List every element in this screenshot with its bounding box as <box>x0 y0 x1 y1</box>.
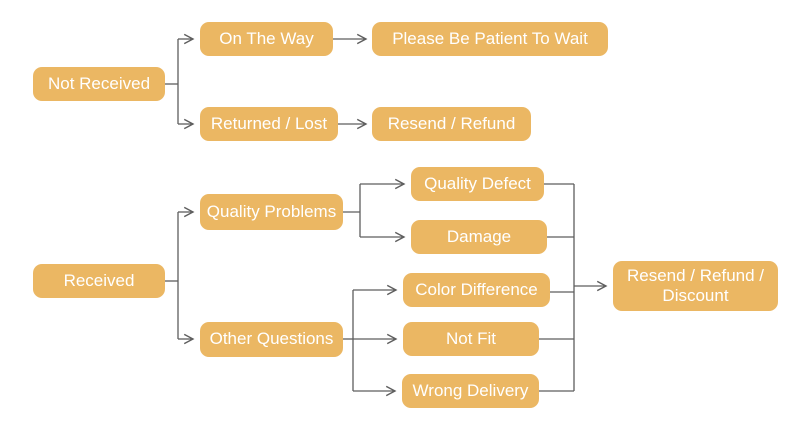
node-resend-refund: Resend / Refund <box>372 107 531 141</box>
node-not-received: Not Received <box>33 67 165 101</box>
node-received: Received <box>33 264 165 298</box>
node-returned-lost: Returned / Lost <box>200 107 338 141</box>
node-damage: Damage <box>411 220 547 254</box>
node-wrong-delivery: Wrong Delivery <box>402 374 539 408</box>
node-on-the-way: On The Way <box>200 22 333 56</box>
node-quality-defect: Quality Defect <box>411 167 544 201</box>
node-other-questions: Other Questions <box>200 322 343 357</box>
node-color-difference: Color Difference <box>403 273 550 307</box>
node-resend-refund-discount: Resend / Refund / Discount <box>613 261 778 311</box>
node-quality-problems: Quality Problems <box>200 194 343 230</box>
node-please-be-patient: Please Be Patient To Wait <box>372 22 608 56</box>
node-not-fit: Not Fit <box>403 322 539 356</box>
